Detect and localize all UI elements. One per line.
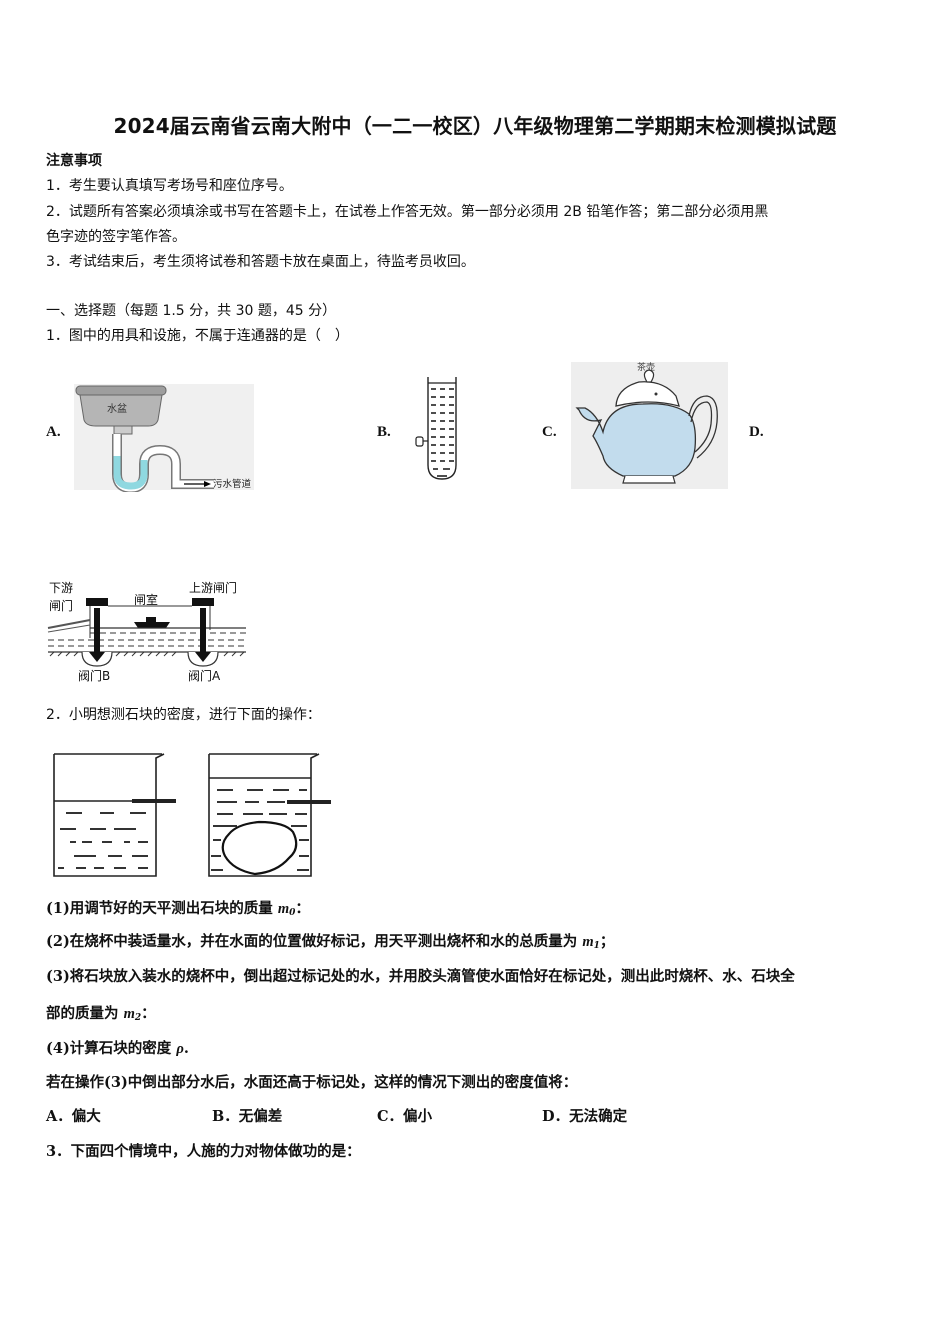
teapot-label: 茶壶 <box>637 362 655 373</box>
option-b-label[interactable]: B. <box>377 424 391 440</box>
ship-lock-figure: 下游 闸门 闸室 上游闸门 阀门B 阀门A <box>46 580 251 685</box>
teapot-figure: 茶壶 <box>571 362 728 489</box>
option-c-label[interactable]: C. <box>542 424 557 440</box>
step-2: (2)在烧杯中装适量水，并在水面的位置做好标记，用天平测出烧杯和水的总质量为 m… <box>46 933 615 951</box>
svg-text:阀门A: 阀门A <box>188 668 221 683</box>
basin-label: 水盆 <box>107 402 127 415</box>
notice-item: 2．试题所有答案必须填涂或书写在答题卡上，在试卷上作答无效。第一部分必须用 2B… <box>46 204 769 220</box>
test-tube-figure <box>412 375 468 485</box>
step-1: (1)用调节好的天平测出石块的质量 m0： <box>46 900 310 918</box>
svg-text:阀门B: 阀门B <box>78 668 110 683</box>
beaker-water-figure <box>52 752 180 878</box>
svg-text:下游: 下游 <box>49 581 73 595</box>
notice-item: 色字迹的签字笔作答。 <box>46 229 186 245</box>
step-3-line-2: 部的质量为 m2： <box>46 1005 156 1023</box>
section-heading: 一、选择题（每题 1.5 分，共 30 题，45 分） <box>46 303 337 319</box>
sewer-label: 污水管道 <box>213 478 252 490</box>
question-2-prompt: 若在操作(3)中倒出部分水后，水面还高于标记处，这样的情况下测出的密度值将： <box>46 1074 578 1091</box>
step-4: (4)计算石块的密度 ρ. <box>46 1040 189 1057</box>
notice-item: 1．考生要认真填写考场号和座位序号。 <box>46 178 293 194</box>
option-d-label[interactable]: D. <box>749 424 764 440</box>
notice-heading: 注意事项 <box>46 153 102 169</box>
option-a-label[interactable]: A. <box>46 424 61 440</box>
svg-text:闸室: 闸室 <box>134 592 158 607</box>
q2-option-d[interactable]: D．无法确定 <box>542 1108 628 1125</box>
step-3-line-1: (3)将石块放入装水的烧杯中，倒出超过标记处的水，并用胶头滴管使水面恰好在标记处… <box>46 968 795 985</box>
sink-trap-figure: 水盆 污水管道 <box>74 384 264 492</box>
svg-text:闸门: 闸门 <box>49 598 73 613</box>
q2-option-b[interactable]: B．无偏差 <box>212 1108 283 1125</box>
question-3-stem: 3．下面四个情境中，人施的力对物体做功的是： <box>46 1143 361 1160</box>
question-1-stem: 1．图中的用具和设施，不属于连通器的是（ ） <box>46 328 349 344</box>
beaker-stone-figure <box>207 752 335 878</box>
svg-text:上游闸门: 上游闸门 <box>189 580 237 595</box>
q2-option-a[interactable]: A．偏大 <box>46 1108 101 1125</box>
page-title: 2024届云南省云南大附中（一二一校区）八年级物理第二学期期末检测模拟试题 <box>113 114 837 138</box>
notice-item: 3．考试结束后，考生须将试卷和答题卡放在桌面上，待监考员收回。 <box>46 254 475 270</box>
q2-option-c[interactable]: C．偏小 <box>377 1108 433 1125</box>
question-2-stem: 2．小明想测石块的密度，进行下面的操作： <box>46 707 321 723</box>
